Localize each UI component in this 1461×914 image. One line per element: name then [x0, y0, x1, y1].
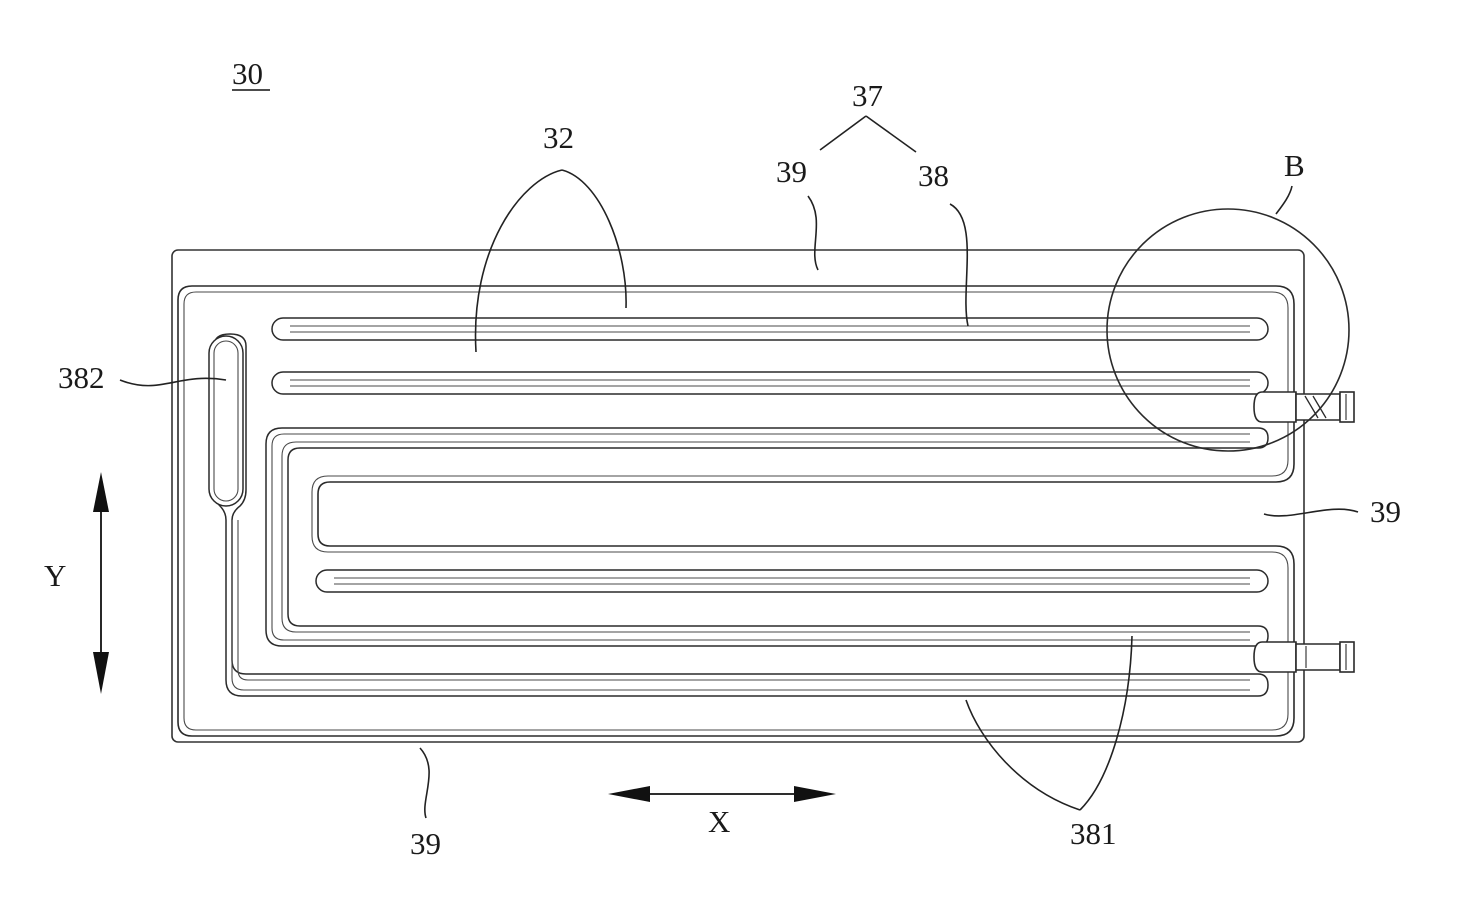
y-direction-arrow [93, 472, 109, 694]
label-39-top: 39 [776, 154, 807, 189]
label-b: B [1284, 148, 1305, 183]
rib-5 [316, 570, 1268, 592]
label-382: 382 [58, 360, 105, 395]
label-x: X [708, 804, 730, 839]
leader-37-left [820, 116, 866, 150]
lower-fitting [1254, 642, 1354, 672]
label-39-bottom: 39 [410, 826, 441, 861]
rib-1 [272, 318, 1268, 340]
label-y: Y [44, 558, 66, 593]
upper-fitting [1254, 392, 1354, 422]
label-37: 37 [852, 78, 883, 113]
x-direction-arrow [608, 786, 836, 802]
label-381: 381 [1070, 816, 1117, 851]
label-38: 38 [918, 158, 949, 193]
leader-39-bottom [420, 748, 429, 818]
ref-30-label: 30 [232, 56, 263, 91]
leader-37-right [866, 116, 916, 152]
leader-b [1276, 186, 1292, 214]
label-39-right: 39 [1370, 494, 1401, 529]
label-32: 32 [543, 120, 574, 155]
